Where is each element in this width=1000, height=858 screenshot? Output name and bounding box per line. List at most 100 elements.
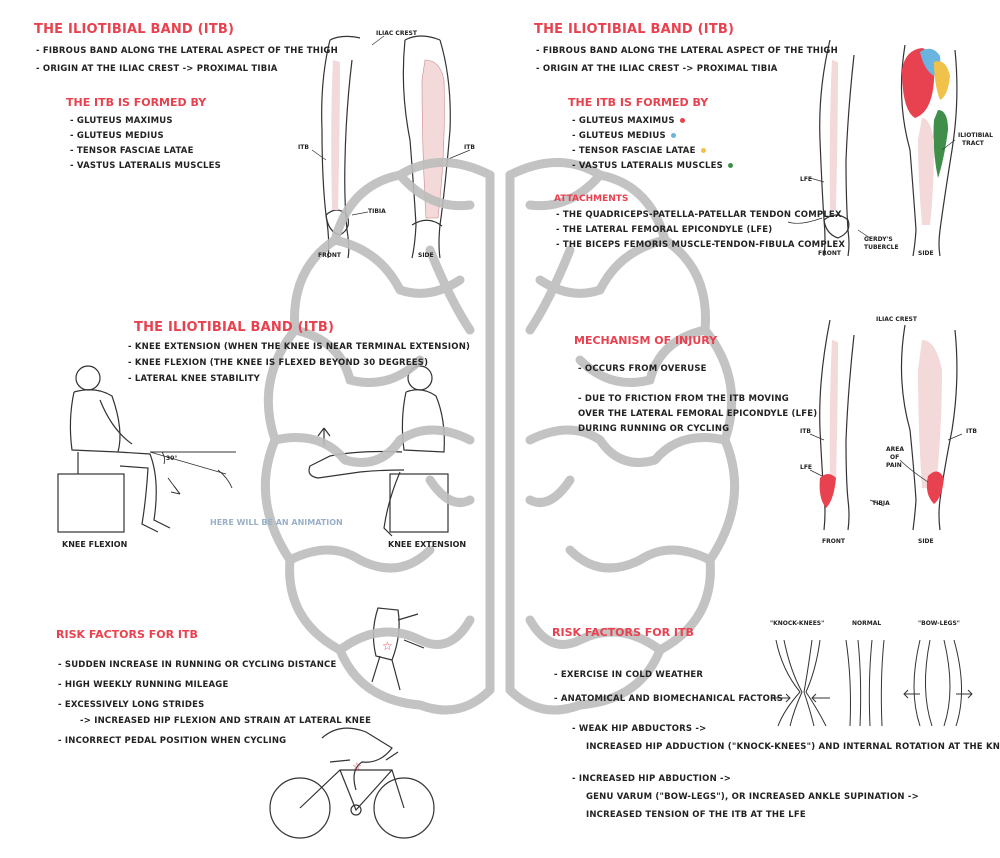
label-itb-right-mr: ITB — [966, 428, 977, 435]
panel-mr-bullet-3: over the lateral femoral epicondyle (LFE… — [578, 409, 818, 419]
label-pain-2: of — [890, 454, 900, 461]
label-tibia-mr: Tibia — [872, 500, 890, 507]
panel-mr-bullet-1: - Occurs from overuse — [578, 364, 707, 374]
gluteus-maximus-dot-icon — [679, 118, 685, 123]
label-front-tr: Front — [818, 250, 841, 257]
label-knock-knees: "Knock-knees" — [770, 620, 825, 627]
knee-extension-figure-icon — [308, 365, 449, 537]
panel-tr-attachment-3: - The biceps femoris muscle-tendon-fibul… — [556, 240, 846, 250]
panel-tr-attachments-title: Attachments — [554, 194, 629, 204]
panel-tl-bullet-1: - Fibrous band along the lateral aspect … — [36, 46, 338, 56]
panel-tr-muscle-4: - Vastus lateralis muscles — [572, 161, 733, 171]
knee-flexion-caption: Knee flexion — [62, 540, 128, 549]
label-bow-legs: "Bow-legs" — [918, 620, 960, 627]
panel-tl-muscle-4: - Vastus lateralis muscles — [70, 161, 221, 171]
label-pain-3: pain — [886, 462, 902, 469]
brain-watermark-icon — [260, 158, 740, 715]
panel-bl-bullet-4: -> Increased hip flexion and strain at l… — [80, 716, 372, 726]
panel-bl-bullet-5: - Incorrect pedal position when cycling — [58, 736, 287, 746]
label-leaders-mr — [809, 433, 963, 507]
bow-legs-diagram-icon — [903, 639, 973, 727]
iliotibial-tract-icon — [918, 118, 934, 225]
panel-bl-title: Risk factors for ITB — [56, 628, 198, 641]
panel-br-title: Risk factors for ITB — [552, 626, 694, 639]
leg-anatomy-side-tr-icon — [900, 44, 958, 257]
label-front-tl: Front — [318, 252, 341, 259]
label-side-tl: Side — [418, 252, 434, 259]
animation-placeholder-note: Here will be an animation — [210, 518, 343, 527]
panel-br-weak-hip-detail: increased hip adduction ("knock-knees") … — [586, 742, 1000, 752]
tensor-fasciae-latae-dot-icon — [700, 148, 706, 153]
panel-mr-bullet-4: during running or cycling — [578, 424, 730, 434]
itb-band-front-icon — [331, 60, 340, 210]
knee-angle-label: 30° — [166, 455, 178, 462]
knock-knees-diagram-icon — [772, 639, 830, 727]
label-iliac-crest: Iliac crest — [376, 30, 417, 37]
vastus-lateralis-dot-icon — [727, 163, 733, 168]
knee-flexion-figure-icon — [57, 365, 171, 533]
panel-tr-attachment-1: - The quadriceps-patella-patellar tendon… — [556, 210, 842, 220]
label-iliotibial: Iliotibial — [958, 132, 993, 139]
pain-area-side-icon — [926, 471, 944, 504]
panel-tr-bullet-1: - Fibrous band along the lateral aspect … — [536, 46, 838, 56]
panel-br-bullet-1: - Exercise in cold weather — [554, 670, 704, 680]
label-side-mr: Side — [918, 538, 934, 545]
panel-tl-bullet-2: - Origin at the iliac crest -> proximal … — [36, 64, 278, 74]
label-lfe-mr: LFE — [800, 464, 813, 471]
panel-ml-bullet-1: - Knee extension (when the knee is near … — [128, 342, 471, 352]
pain-area-front-icon — [819, 474, 836, 508]
panel-tr-muscle-3: - Tensor fasciae latae — [572, 146, 706, 156]
label-tubercle: tubercle — [864, 244, 899, 251]
panel-mr-title: Mechanism of injury — [574, 334, 718, 347]
label-iliac-crest-mr: Iliac crest — [876, 316, 917, 323]
panel-tl-muscle-1: - Gluteus maximus — [70, 116, 173, 126]
panel-tr-bullet-2: - Origin at the iliac crest -> proximal … — [536, 64, 778, 74]
leg-anatomy-front-tr-icon — [819, 39, 855, 257]
runner-pain-icon: ☆ — [382, 639, 393, 653]
panel-tr-muscle-2: - Gluteus medius — [572, 131, 676, 141]
panel-tr-formed-title: The ITB is formed by — [568, 96, 709, 109]
panel-ml-title: The iliotibial band (ITB) — [134, 320, 335, 335]
label-pain-1: Area — [886, 446, 905, 453]
leg-pain-side-icon — [900, 324, 958, 531]
label-itb-right: ITB — [464, 144, 475, 151]
label-side-tr: Side — [918, 250, 934, 257]
itb-band-pain-front-icon — [829, 340, 838, 480]
runner-figure-icon — [371, 607, 425, 691]
label-lfe-tr: LFE — [800, 176, 813, 183]
label-itb-left: ITB — [298, 144, 309, 151]
cyclist-figure-icon — [269, 727, 435, 839]
panel-bl-bullet-2: - High weekly running mileage — [58, 680, 229, 690]
itb-band-pain-side-icon — [918, 340, 942, 488]
panel-tl-formed-title: The ITB is formed by — [66, 96, 207, 109]
panel-br-inc-hip: - Increased hip abduction -> — [572, 774, 732, 784]
panel-tl-muscle-2: - Gluteus medius — [70, 131, 164, 141]
vastus-lateralis-icon — [933, 110, 948, 178]
label-leaders-tr — [787, 139, 956, 239]
label-gerdys: Gerdy's — [864, 236, 893, 243]
panel-tr-title: The iliotibial band (ITB) — [534, 22, 735, 37]
panel-br-inc-hip-detail-2: increased tension of the ITB at the LFE — [586, 810, 806, 820]
panel-tr-muscle-1: - Gluteus maximus — [572, 116, 685, 126]
panel-ml-bullet-2: - Knee flexion (the knee is flexed beyon… — [128, 358, 429, 368]
label-itb-left-mr: ITB — [800, 428, 811, 435]
knee-extension-caption: Knee extension — [388, 540, 467, 549]
panel-tl-muscle-3: - Tensor fasciae latae — [70, 146, 194, 156]
panel-br-weak-hip: - Weak hip abductors -> — [572, 724, 707, 734]
panel-bl-bullet-3: - Excessively long strides — [58, 700, 205, 710]
leg-pain-front-icon — [819, 319, 855, 531]
itb-band-side-icon — [421, 59, 445, 219]
panel-mr-bullet-2: - Due to friction from the ITB moving — [578, 394, 789, 404]
panel-ml-bullet-3: - Lateral knee stability — [128, 374, 261, 384]
label-tract: tract — [962, 140, 984, 147]
panel-br-bullet-2: - Anatomical and biomechanical factors — [554, 694, 784, 704]
tensor-fasciae-latae-icon — [934, 61, 950, 100]
gluteus-medius-dot-icon — [670, 133, 676, 138]
knee-angle-indicator — [149, 451, 236, 495]
label-tibia: Tibia — [368, 208, 386, 215]
cyclist-pain-icon: ☆ — [352, 760, 362, 773]
itb-band-front-tr-icon — [829, 60, 838, 210]
label-front-mr: Front — [822, 538, 845, 545]
panel-tl-title: The iliotibial band (ITB) — [34, 22, 235, 37]
